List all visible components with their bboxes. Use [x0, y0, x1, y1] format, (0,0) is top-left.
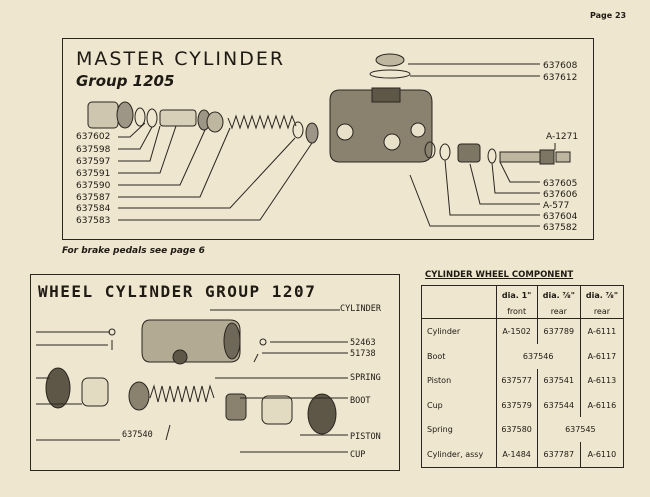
table-cell: A-1484 — [495, 441, 538, 468]
table-cell: A-1502 — [495, 318, 538, 345]
brake-pedal-note: For brake pedals see page 6 — [62, 246, 205, 256]
table-cell: A-6111 — [579, 318, 624, 345]
wheel-cylinder-title: WHEEL CYLINDER GROUP 1207 — [38, 282, 317, 301]
table-row: Piston 637577 637541 A-6113 — [422, 368, 624, 393]
master-cylinder-group: Group 1205 — [76, 72, 175, 90]
label-boot: BOOT — [350, 396, 371, 406]
part-number: A-577 — [543, 201, 570, 211]
table-cell: 637541 — [536, 368, 581, 393]
part-number: 637590 — [76, 181, 111, 191]
page-number: Page 23 — [590, 11, 627, 20]
part-number: 637606 — [543, 190, 578, 200]
row-label: Cylinder — [427, 327, 461, 337]
label-spring: SPRING — [350, 373, 381, 383]
table-row: Cylinder A-1502 637789 A-6111 — [422, 318, 624, 345]
table-row: Cup 637579 637544 A-6116 — [422, 392, 624, 418]
table-subheader-row: front rear rear — [421, 305, 624, 319]
part-number: 637602 — [76, 132, 111, 142]
row-label: Cylinder, assy — [427, 449, 484, 459]
table-cell: 637545 — [536, 417, 624, 442]
label-cylinder: CYLINDER — [340, 304, 381, 314]
table-cell: 637787 — [536, 441, 581, 468]
table-header-cell: front — [495, 305, 538, 319]
table-header-cell: rear — [536, 305, 581, 319]
table-cell: 637577 — [495, 368, 538, 393]
table-header-cell: dia. 1" — [495, 285, 538, 306]
part-number: 52463 — [350, 338, 376, 348]
table-row: Spring 637580 637545 — [422, 417, 624, 442]
part-number: 637591 — [76, 169, 111, 179]
label-cup: CUP — [350, 450, 366, 460]
part-number: 637540 — [122, 430, 153, 440]
part-number: 51738 — [350, 349, 376, 359]
row-label: Piston — [427, 376, 452, 386]
row-label: Spring — [427, 425, 453, 435]
table-cell: 637546 — [495, 344, 581, 369]
part-number: 637583 — [76, 216, 111, 226]
table-caption: CYLINDER WHEEL COMPONENT — [425, 270, 574, 280]
table-cell: A-6113 — [579, 368, 624, 393]
wheel-cylinder-panel — [30, 274, 400, 471]
table-row: Boot 637546 A-6117 — [422, 344, 624, 369]
table-header-cell: dia. ⅞" — [579, 285, 624, 306]
table-header-row: dia. 1" dia. ⅞" dia. ⅞" — [422, 285, 624, 306]
table-header-cell: rear — [579, 305, 624, 319]
table-cell: 637579 — [495, 392, 538, 418]
table-header-cell — [422, 286, 497, 306]
part-number: 637597 — [76, 157, 111, 167]
table-cell: A-6116 — [579, 392, 624, 418]
part-number: 637605 — [543, 179, 578, 189]
master-cylinder-panel — [62, 38, 594, 240]
cylinder-component-table: dia. 1" dia. ⅞" dia. ⅞" front rear rear … — [421, 285, 624, 468]
table-cell: 637789 — [536, 318, 581, 345]
master-cylinder-title: MASTER CYLINDER — [76, 48, 286, 70]
assembly-number: A-1271 — [546, 132, 579, 142]
part-number: 637612 — [543, 73, 578, 83]
part-number: 637598 — [76, 145, 111, 155]
table-cell: 637580 — [495, 417, 538, 442]
label-piston: PISTON — [350, 432, 381, 442]
table-row: Cylinder, assy A-1484 637787 A-6110 — [422, 441, 624, 468]
part-number: 637584 — [76, 204, 111, 214]
table-cell: A-6110 — [579, 441, 624, 468]
table-cell: A-6117 — [579, 344, 624, 369]
part-number: 637582 — [543, 223, 578, 233]
part-number: 637608 — [543, 61, 578, 71]
table-header-cell: dia. ⅞" — [536, 285, 581, 306]
part-number: 637587 — [76, 193, 111, 203]
part-number: 637604 — [543, 212, 578, 222]
table-header-cell — [421, 305, 496, 319]
row-label: Boot — [427, 351, 446, 361]
row-label: Cup — [427, 400, 443, 410]
table-cell: 637544 — [536, 392, 581, 418]
